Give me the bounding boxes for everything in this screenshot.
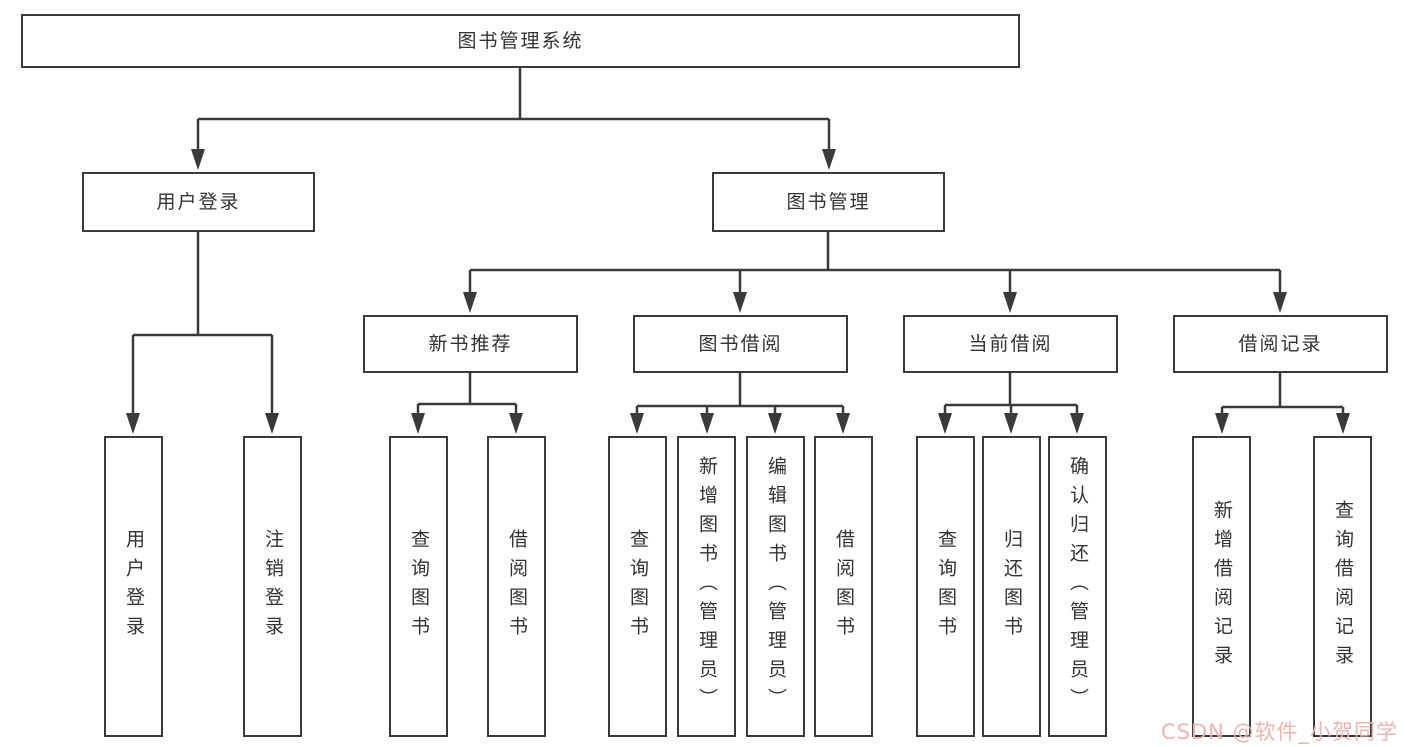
node-label: 用户登录: [156, 190, 241, 213]
leaf-query-books-borrow: 查询图书: [608, 436, 667, 737]
node-label: 当前借阅: [968, 332, 1053, 355]
leaf-label: 借阅图书: [833, 528, 855, 645]
leaf-return-books: 归还图书: [982, 436, 1041, 737]
node-label: 新书推荐: [428, 332, 513, 355]
node-book-borrowing: 图书借阅: [633, 315, 848, 373]
csdn-watermark: CSDN @软件_小贺同学: [1160, 720, 1398, 744]
leaf-label: 归还图书: [1001, 528, 1023, 645]
leaf-label: 注销登录: [262, 528, 284, 645]
leaf-label: 确认归还（管理员）: [1067, 456, 1089, 717]
leaf-label: 查询图书: [935, 528, 957, 645]
leaf-label: 新增图书（管理员）: [696, 456, 718, 717]
leaf-add-books-admin: 新增图书（管理员）: [677, 436, 736, 737]
leaf-label: 用户登录: [123, 528, 145, 645]
node-book-management-module: 图书管理: [712, 172, 945, 232]
node-borrowing-records: 借阅记录: [1173, 315, 1388, 373]
leaf-borrow-books-recommend: 借阅图书: [487, 436, 546, 737]
leaf-label: 查询图书: [627, 528, 649, 645]
leaf-confirm-return-admin: 确认归还（管理员）: [1048, 436, 1107, 737]
leaf-label: 新增借阅记录: [1211, 499, 1233, 674]
node-root-system: 图书管理系统: [21, 14, 1020, 68]
leaf-label: 编辑图书（管理员）: [765, 456, 787, 717]
leaf-label: 借阅图书: [506, 528, 528, 645]
leaf-query-books-current: 查询图书: [916, 436, 975, 737]
node-label: 图书管理: [786, 190, 871, 213]
node-user-login-module: 用户登录: [82, 172, 315, 232]
leaf-label: 查询借阅记录: [1332, 499, 1354, 674]
node-label: 借阅记录: [1238, 332, 1323, 355]
leaf-edit-books-admin: 编辑图书（管理员）: [746, 436, 805, 737]
leaf-query-borrow-record: 查询借阅记录: [1313, 436, 1372, 737]
leaf-user-login: 用户登录: [104, 436, 163, 737]
leaf-label: 查询图书: [408, 528, 430, 645]
leaf-query-books-recommend: 查询图书: [389, 436, 448, 737]
leaf-borrow-books: 借阅图书: [814, 436, 873, 737]
leaf-logout: 注销登录: [243, 436, 302, 737]
node-root-label: 图书管理系统: [457, 29, 584, 52]
node-label: 图书借阅: [698, 332, 783, 355]
leaf-add-borrow-record: 新增借阅记录: [1192, 436, 1251, 737]
node-new-book-recommend: 新书推荐: [363, 315, 578, 373]
node-current-borrowing: 当前借阅: [903, 315, 1118, 373]
